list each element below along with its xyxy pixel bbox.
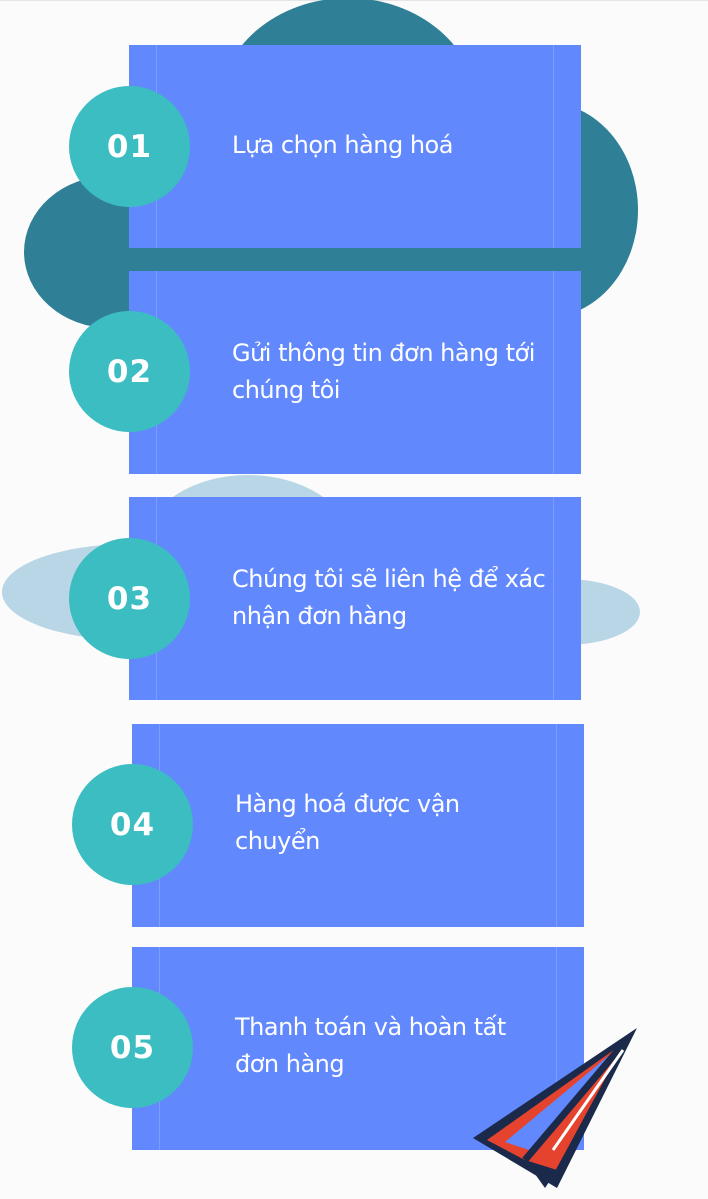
- step-label: Gửi thông tin đơn hàng tới chúng tôi: [232, 339, 535, 404]
- step-number-badge-1: 01: [69, 86, 190, 207]
- card-guide-line: [556, 947, 557, 1150]
- card-guide-line: [553, 497, 554, 700]
- step-card-4: Hàng hoá được vận chuyển: [132, 724, 584, 927]
- step-card-1: Lựa chọn hàng hoá: [129, 45, 581, 248]
- step-card-3: Chúng tôi sẽ liên hệ để xác nhận đơn hàn…: [129, 497, 581, 700]
- step-number-badge-5: 05: [72, 987, 193, 1108]
- card-guide-line: [553, 45, 554, 248]
- paper-plane-icon: [473, 1028, 637, 1188]
- card-guide-line: [556, 724, 557, 927]
- step-number-badge-3: 03: [69, 538, 190, 659]
- card-guide-line: [553, 271, 554, 474]
- step-label: Hàng hoá được vận chuyển: [235, 790, 460, 855]
- step-label: Chúng tôi sẽ liên hệ để xác nhận đơn hàn…: [232, 565, 546, 630]
- step-card-2: Gửi thông tin đơn hàng tới chúng tôi: [129, 271, 581, 474]
- step-number-badge-4: 04: [72, 764, 193, 885]
- step-label: Thanh toán và hoàn tất đơn hàng: [235, 1013, 506, 1078]
- step-number-badge-2: 02: [69, 311, 190, 432]
- step-label: Lựa chọn hàng hoá: [232, 131, 453, 159]
